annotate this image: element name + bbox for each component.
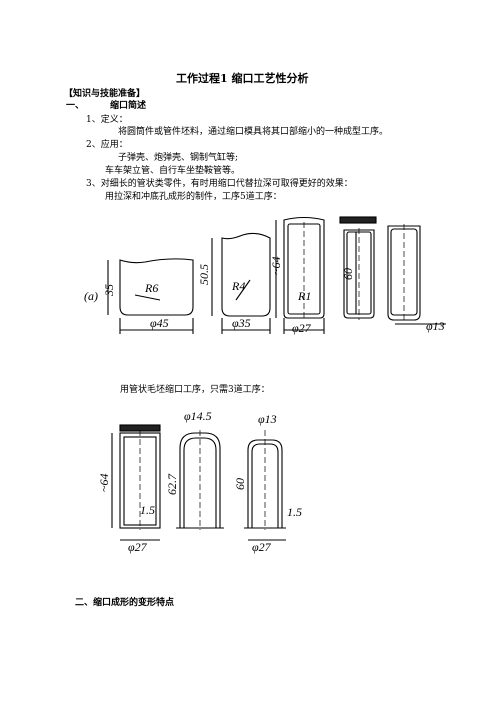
dim-r6: R6	[144, 281, 158, 295]
dim-phi27: φ27	[292, 321, 312, 335]
dim-b-1-5-left: 1.5	[140, 503, 155, 517]
figure-a-part-2	[221, 232, 271, 317]
dim-phi45: φ45	[150, 316, 169, 330]
item-2-line-2: 车车架立管、自行车坐垫鞍管等。	[105, 166, 241, 176]
page-title: 工作过程1 缩口工艺性分析	[176, 72, 309, 85]
figure-a-label: (a)	[84, 289, 98, 303]
dim-b-64: ~64	[97, 474, 111, 493]
dim-b-phi13: φ13	[258, 412, 277, 426]
dim-r1: R1	[297, 289, 311, 303]
figure-a-part-1	[119, 258, 194, 316]
item-1-label: 1、定义：	[86, 115, 128, 125]
dim-60: 60	[341, 268, 355, 280]
heading-1: 缩口简述	[110, 101, 147, 111]
dim-r4: R4	[231, 279, 245, 293]
figure-a-part-5	[387, 225, 421, 321]
item-3-label: 3、对细长的管状类零件，有时用缩口代替拉深可取得更好的效果：	[86, 179, 353, 189]
dim-b-phi14-5: φ14.5	[184, 409, 212, 423]
dim-b-1-5-right: 1.5	[287, 505, 302, 519]
dim-phi35: φ35	[232, 316, 251, 330]
figure-a-part-4-lid	[339, 216, 377, 224]
dim-b-phi27-right: φ27	[252, 540, 272, 554]
figure-a-part-4	[343, 229, 375, 319]
dim-b-62-7: 62.7	[165, 473, 179, 495]
dim-b-phi27-left: φ27	[128, 540, 148, 554]
dim-50-5: 50.5	[197, 264, 211, 285]
item-1-body: 将圆筒件或管件坯料，通过缩口模具将其口部缩小的一种成型工序。	[118, 127, 389, 137]
dim-64: ~64	[269, 257, 283, 276]
dim-b-60: 60	[233, 478, 247, 490]
item-3-line-1: 用拉深和冲底孔成形的制件，工序5道工序：	[105, 192, 282, 202]
dim-35: 35	[102, 284, 116, 297]
mid-paragraph: 用管状毛坯缩口工序，只需3道工序：	[120, 385, 270, 395]
item-2-label: 2、应用：	[86, 140, 128, 150]
heading-1-number: 一、	[66, 101, 85, 111]
item-2-line-1: 子弹壳、炮弹壳、钢制气缸等;	[118, 153, 239, 163]
section-tag: 【知识与技能准备】	[64, 89, 146, 99]
heading-2: 二、缩口成形的变形特点	[75, 598, 175, 608]
dim-phi13: φ13	[426, 319, 445, 333]
figure-a-part-3	[283, 216, 325, 319]
